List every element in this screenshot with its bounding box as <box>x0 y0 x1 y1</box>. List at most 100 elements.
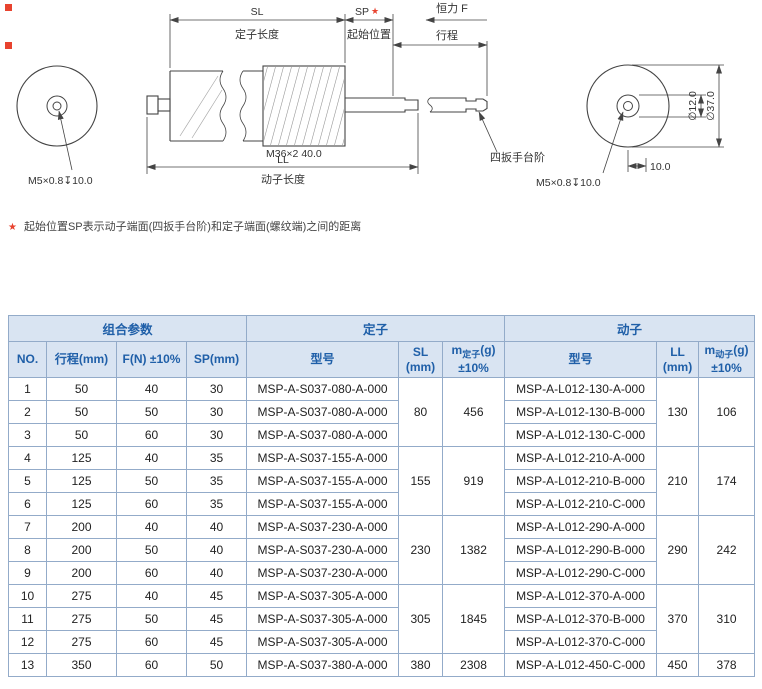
table-group-header-row: 组合参数 定子 动子 <box>7 315 756 342</box>
cell-stator-model: MSP-A-S037-380-A-000 <box>246 653 400 677</box>
tap-spec-right-label: M5×0.8↧10.0 <box>536 177 601 189</box>
cell-stroke: 275 <box>46 584 117 608</box>
col-header-no: NO. <box>8 341 47 378</box>
cell-stator-model: MSP-A-S037-080-A-000 <box>246 400 400 424</box>
col-header-m-stator-line2: ±10% <box>458 360 489 375</box>
cell-sp: 45 <box>185 630 248 654</box>
cell-stroke: 275 <box>46 607 117 631</box>
col-header-sl-line1: SL <box>412 344 429 359</box>
cell-force: 60 <box>116 561 187 585</box>
cell-stroke: 275 <box>46 630 117 654</box>
cell-sp: 35 <box>185 469 248 493</box>
cell-stator-model: MSP-A-S037-305-A-000 <box>246 607 400 631</box>
col-header-m-stator-suffix: (g) <box>480 343 496 358</box>
ll-label: LL <box>277 154 289 166</box>
cell-mover-model: MSP-A-L012-290-B-000 <box>504 538 658 562</box>
dim-10-label: 10.0 <box>650 161 671 173</box>
cell-stroke: 50 <box>46 423 117 447</box>
cell-mover-model: MSP-A-L012-370-C-000 <box>504 630 658 654</box>
cell-sp: 30 <box>185 423 248 447</box>
cell-force: 50 <box>116 538 187 562</box>
cell-stroke: 200 <box>46 538 117 562</box>
cell-no: 6 <box>8 492 47 516</box>
cell-ll: 130 <box>656 377 700 447</box>
dia-12-label: ∅12.0 <box>687 91 699 121</box>
start-position-label: 起始位置 <box>347 27 391 41</box>
cell-no: 10 <box>8 584 47 608</box>
cell-m-mover: 310 <box>698 584 756 654</box>
red-marker-icon <box>5 4 12 49</box>
cell-force: 40 <box>116 377 187 401</box>
front-view-left <box>16 65 98 171</box>
cell-stroke: 50 <box>46 377 117 401</box>
cell-sp: 50 <box>185 653 248 677</box>
cell-force: 40 <box>116 584 187 608</box>
col-header-sp: SP(mm) <box>185 341 248 378</box>
cell-no: 11 <box>8 607 47 631</box>
cell-stroke: 200 <box>46 561 117 585</box>
dimension-lines <box>146 14 488 174</box>
cell-m-stator: 1845 <box>442 584 506 654</box>
front-view-right <box>586 64 670 174</box>
cell-stator-model: MSP-A-S037-155-A-000 <box>246 492 400 516</box>
mover-length-label: 动子长度 <box>261 172 305 186</box>
cell-sl: 380 <box>398 653 444 677</box>
cell-mover-model: MSP-A-L012-130-B-000 <box>504 400 658 424</box>
cell-no: 12 <box>8 630 47 654</box>
group-header-stator: 定子 <box>246 315 506 342</box>
col-header-stroke: 行程(mm) <box>46 341 117 378</box>
cell-no: 4 <box>8 446 47 470</box>
sp-label: SP <box>355 6 369 18</box>
col-header-m-stator: m定子(g)±10% <box>442 341 506 378</box>
col-header-m-mover-suffix: (g) <box>733 343 749 358</box>
cell-no: 1 <box>8 377 47 401</box>
col-header-ll-line1: LL <box>670 344 685 359</box>
col-header-ll: LL(mm) <box>656 341 700 378</box>
cell-sp: 30 <box>185 400 248 424</box>
cell-mover-model: MSP-A-L012-290-A-000 <box>504 515 658 539</box>
footnote: ★起始位置SP表示动子端面(四扳手台阶)和定子端面(螺纹端)之间的距离 <box>8 218 361 234</box>
stator-length-label: 定子长度 <box>235 27 279 41</box>
col-header-ll-line2: (mm) <box>662 359 693 374</box>
cell-force: 50 <box>116 469 187 493</box>
cell-force: 60 <box>116 423 187 447</box>
cell-no: 5 <box>8 469 47 493</box>
cell-no: 7 <box>8 515 47 539</box>
cell-m-stator: 1382 <box>442 515 506 585</box>
col-header-m-mover: m动子(g)±10% <box>698 341 756 378</box>
wrench-step-label: 四扳手台阶 <box>490 150 545 164</box>
thread-spec-label: M36×2 40.0 <box>266 148 322 160</box>
cell-m-mover: 242 <box>698 515 756 585</box>
footnote-text: 起始位置SP表示动子端面(四扳手台阶)和定子端面(螺纹端)之间的距离 <box>23 221 362 233</box>
col-header-m-mover-prefix: m <box>704 343 716 358</box>
cell-mover-model: MSP-A-L012-210-C-000 <box>504 492 658 516</box>
group-header-mover: 动子 <box>504 315 756 342</box>
cell-mover-model: MSP-A-L012-450-C-000 <box>504 653 658 677</box>
cell-force: 40 <box>116 446 187 470</box>
cell-no: 8 <box>8 538 47 562</box>
cell-stator-model: MSP-A-S037-155-A-000 <box>246 469 400 493</box>
cell-stroke: 50 <box>46 400 117 424</box>
cell-no: 9 <box>8 561 47 585</box>
col-header-m-mover-sub: 动子 <box>715 349 734 360</box>
cell-mover-model: MSP-A-L012-370-B-000 <box>504 607 658 631</box>
col-header-sl-line2: (mm) <box>405 359 436 374</box>
cell-sp: 40 <box>185 515 248 539</box>
technical-drawing: M5×0.8↧10.0 <box>5 2 724 189</box>
thread-hatch <box>264 67 344 145</box>
cell-mover-model: MSP-A-L012-130-C-000 <box>504 423 658 447</box>
sl-label: SL <box>251 6 264 18</box>
cell-sp: 35 <box>185 446 248 470</box>
cell-m-mover: 174 <box>698 446 756 516</box>
dia-37-label: ∅37.0 <box>705 91 717 121</box>
cell-stator-model: MSP-A-S037-230-A-000 <box>246 561 400 585</box>
right-view-dimensions <box>627 64 724 172</box>
col-header-stator-model: 型号 <box>246 341 400 378</box>
cell-ll: 210 <box>656 446 700 516</box>
